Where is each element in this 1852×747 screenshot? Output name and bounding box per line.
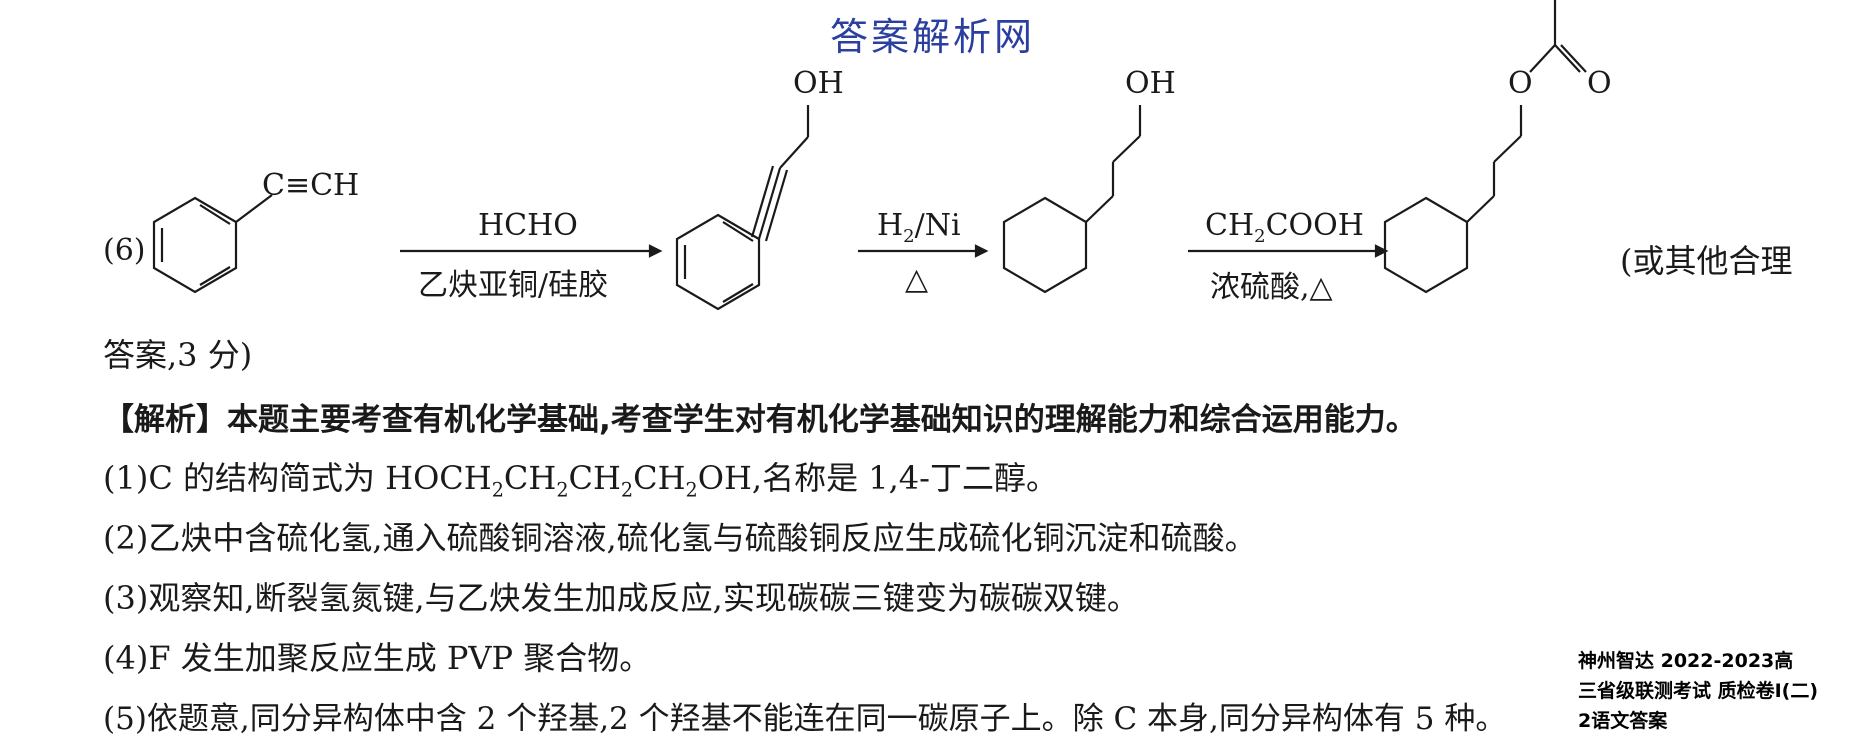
alkyne-group-label: C≡CH <box>262 168 360 203</box>
cyclohexane-ring-2 <box>1383 196 1469 294</box>
reaction-scheme <box>152 0 1587 311</box>
reagent-step3-bottom: 浓硫酸,△ <box>1210 270 1333 305</box>
analysis-heading: 【解析】本题主要考查有机化学基础,考查学生对有机化学基础知识的理解能力和综合运用… <box>103 402 1417 438</box>
reagent-step2-bottom: △ <box>905 262 929 297</box>
analysis-q1: (1)C 的结构简式为 HOCH2CH2CH2CH2OH,名称是 1,4-丁二醇… <box>103 459 1058 502</box>
reagent-step2-top: H2/Ni <box>877 208 961 247</box>
ester-oxygen-2: O <box>1587 66 1612 101</box>
analysis-q4: (4)F 发生加聚反应生成 PVP 聚合物。 <box>103 639 652 677</box>
trailing-note: (或其他合理 <box>1620 242 1793 280</box>
analysis-q5: (5)依题意,同分异构体中含 2 个羟基,2 个羟基不能连在同一碳原子上。除 C… <box>103 701 1507 737</box>
analysis-q2: (2)乙炔中含硫化氢,通入硫酸铜溶液,硫化氢与硫酸铜反应生成硫化铜沉淀和硫酸。 <box>103 519 1257 557</box>
reagent-step3-top: CH2COOH <box>1205 208 1364 247</box>
analysis-q3: (3)观察知,断裂氢氮键,与乙炔发生加成反应,实现碳碳三键变为碳碳双键。 <box>103 579 1139 617</box>
benzene-ring-1 <box>152 196 238 294</box>
watermark-text: 答案解析网 <box>830 15 1036 59</box>
triple-bond <box>757 167 782 240</box>
bond-ring-to-alkyne-1 <box>235 194 273 223</box>
corner-stamp-line3: 2语文答案 <box>1578 710 1668 732</box>
cyclohexane-ring-1 <box>1002 196 1088 294</box>
ester-oxygen-1: O <box>1508 66 1533 101</box>
corner-stamp-line1: 神州智达 2022-2023高 <box>1578 650 1794 672</box>
reagent-step1-bottom: 乙炔亚铜/硅胶 <box>418 268 609 303</box>
corner-stamp-line2: 三省级联测考试 质检卷Ⅰ(二) <box>1578 680 1819 702</box>
hydroxyl-label-2: OH <box>1125 66 1176 101</box>
reagent-step1-top: HCHO <box>478 208 578 243</box>
hydroxyl-label-1: OH <box>793 66 844 101</box>
part-label: (6) <box>103 233 146 268</box>
answer-continuation: 答案,3 分) <box>103 336 253 374</box>
benzene-ring-2 <box>675 213 761 311</box>
